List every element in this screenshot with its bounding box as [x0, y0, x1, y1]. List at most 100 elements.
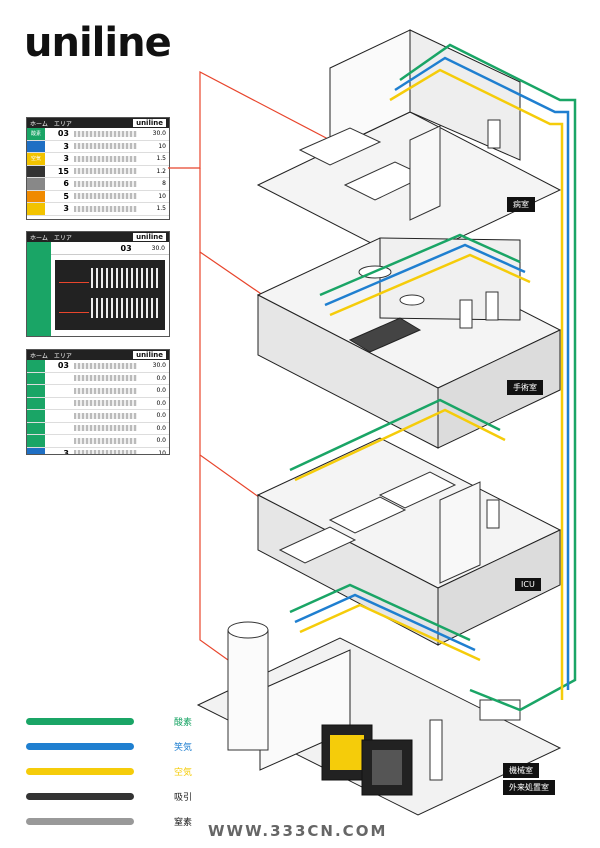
tab-area[interactable]: エリア	[53, 120, 72, 128]
panel-big-value: 03	[120, 243, 132, 253]
gas-tag: 空気	[27, 153, 45, 165]
brand-logo: uniline	[24, 20, 172, 66]
gas-tag	[27, 178, 45, 190]
legend-swatch	[26, 768, 134, 775]
tab-home[interactable]: ホーム	[30, 234, 48, 242]
legend-label: 酸素	[174, 718, 193, 728]
panel-row[interactable]: 3 10	[27, 140, 169, 153]
panel-value: 0.0	[156, 412, 166, 420]
panel-value: 0.0	[156, 399, 166, 407]
floor-label-ward: 病室	[507, 197, 535, 212]
panel-big-value: 6	[63, 179, 69, 189]
panel-bar	[74, 450, 137, 454]
legend-swatch	[26, 743, 134, 750]
tab-home[interactable]: ホーム	[30, 352, 48, 360]
panel-header: ホーム エリア uniline	[27, 232, 169, 242]
panel-row[interactable]: 0.0	[27, 410, 169, 423]
panel-bar	[74, 143, 137, 150]
floor-machine	[196, 621, 562, 816]
panel-big-value: 3	[63, 154, 69, 164]
tab-area[interactable]: エリア	[53, 352, 72, 360]
panel-value: 1.5	[156, 205, 166, 213]
gas-pipelines	[289, 43, 577, 712]
panel-bar	[74, 168, 137, 175]
gas-tag	[27, 447, 45, 454]
panel-value: 1.2	[156, 167, 166, 175]
legend-swatch	[26, 818, 134, 825]
tab-area[interactable]: エリア	[53, 234, 72, 242]
panel-sidebar	[27, 242, 51, 336]
panel-bar	[74, 130, 137, 137]
panel-header: ホーム エリア uniline	[27, 350, 169, 360]
panel-value: 10	[158, 192, 166, 200]
tab-home[interactable]: ホーム	[30, 120, 48, 128]
panel-bar	[74, 425, 137, 432]
gas-tag	[27, 140, 45, 152]
panel-value: 0.0	[156, 374, 166, 382]
legend-label: 吸引	[174, 793, 193, 803]
panel-row[interactable]: 0.0	[27, 385, 169, 398]
gas-tag	[27, 165, 45, 177]
panel-big-value: 03	[57, 129, 69, 139]
panel-value: 0.0	[156, 424, 166, 432]
panel-bar	[74, 180, 137, 187]
panel-row[interactable]: 0.0	[27, 435, 169, 448]
gas-tag	[27, 397, 45, 409]
panel-value: 0.0	[156, 387, 166, 395]
legend-swatch	[26, 793, 134, 800]
panel-brand: uniline	[133, 351, 166, 359]
panel-big-value: 5	[63, 191, 69, 201]
floor-operating	[256, 237, 562, 449]
legend-label: 窒素	[174, 818, 193, 828]
panel-bar	[74, 193, 137, 200]
panel-bar	[74, 155, 137, 162]
gas-tag	[27, 372, 45, 384]
floor-label-icu: ICU	[515, 578, 541, 591]
floor-icu	[256, 437, 562, 646]
panel-row[interactable]: 0.0	[27, 372, 169, 385]
gas-tag	[27, 385, 45, 397]
panel-row[interactable]: 0.0	[27, 422, 169, 435]
monitor-panel-trend: ホーム エリア uniline 03 30.0	[26, 231, 170, 337]
gas-tag: 酸素	[27, 128, 45, 140]
panel-bar	[74, 205, 137, 212]
panel-value: 10	[158, 449, 166, 455]
panel-value: 0.0	[156, 437, 166, 445]
panel-value: 30.0	[151, 244, 165, 252]
floor-ward	[256, 29, 562, 263]
watermark: WWW.333CN.COM	[208, 822, 388, 840]
gas-tag	[27, 422, 45, 434]
panel-bar	[74, 362, 137, 369]
gas-tag	[27, 410, 45, 422]
panel-row[interactable]: 5 10	[27, 190, 169, 203]
panel-row[interactable]: 0.0	[27, 397, 169, 410]
panel-big-value: 15	[57, 166, 69, 176]
gas-tag	[27, 203, 45, 215]
panel-bar	[74, 375, 137, 382]
gas-tag	[27, 435, 45, 447]
panel-value: 10	[158, 142, 166, 150]
panel-brand: uniline	[133, 233, 166, 241]
panel-big-value: 03	[57, 361, 69, 371]
floor-label-outpatient: 外来処置室	[503, 780, 555, 795]
floor-label-machine: 機械室	[503, 763, 539, 778]
legend-label: 空気	[174, 768, 193, 778]
panel-big-value: 3	[63, 141, 69, 151]
gas-tag	[27, 360, 45, 372]
panel-big-value: 3	[63, 204, 69, 214]
panel-header: ホーム エリア uniline	[27, 118, 169, 128]
panel-bar	[74, 412, 137, 419]
legend-swatch	[26, 718, 134, 725]
panel-bar	[74, 387, 137, 394]
